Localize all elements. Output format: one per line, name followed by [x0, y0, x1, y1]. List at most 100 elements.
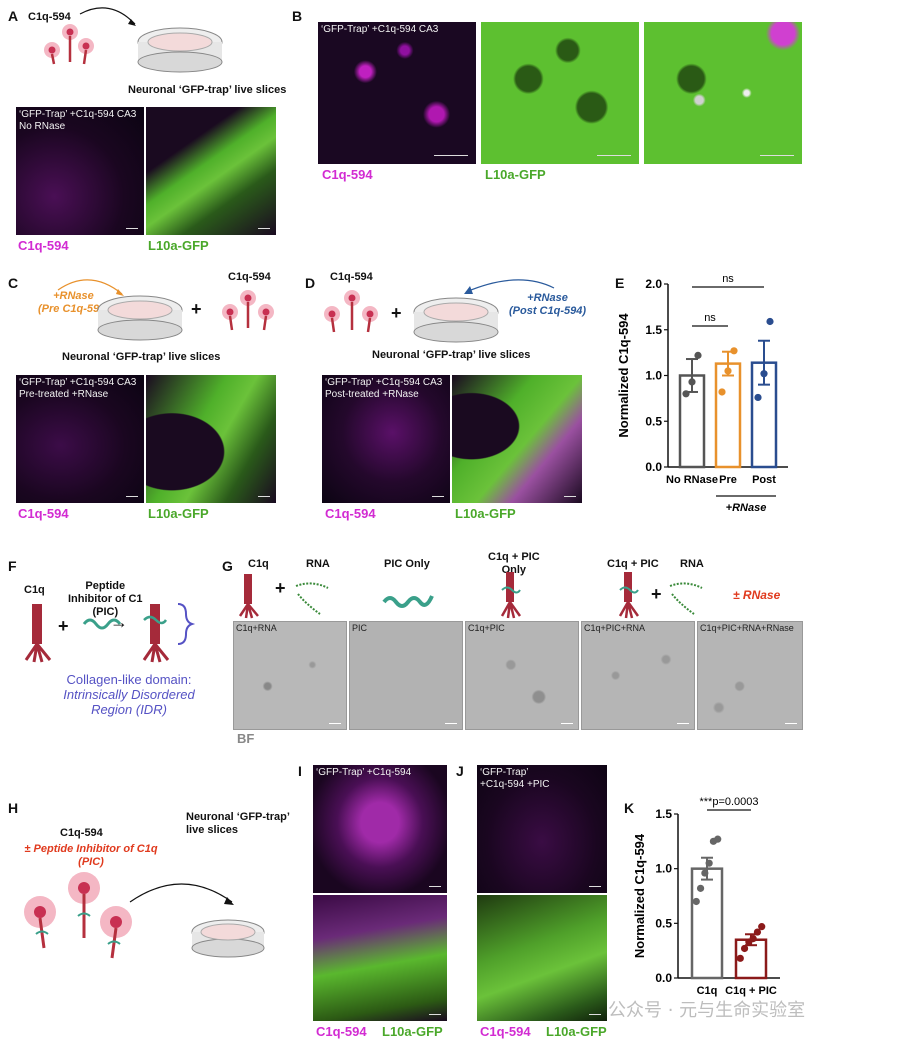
c1q-label-a: C1q-594 — [28, 11, 71, 23]
h-schematic — [24, 872, 265, 959]
x-tick-label: Pre — [719, 474, 737, 486]
legend-mag-c: C1q-594 — [18, 506, 69, 521]
data-point — [682, 390, 690, 398]
f-plus: + — [58, 616, 69, 636]
c1q-bound-icon — [618, 572, 640, 619]
d-schematic — [324, 279, 555, 343]
bf-image-2: PIC — [349, 621, 463, 730]
data-point — [705, 859, 713, 867]
c1q-molecule-icon — [222, 290, 274, 331]
micro-d-gfp — [452, 375, 582, 503]
overlay-a: ‘GFP-Trap’ +C1q-594 CA3 No RNase — [19, 109, 137, 132]
significance-label: ***p=0.0003 — [699, 796, 758, 808]
caption-a: Neuronal ‘GFP-trap’ live slices — [128, 84, 287, 96]
panel-label-c: C — [8, 275, 19, 291]
g-h1: C1q — [248, 558, 269, 570]
g-h3: PIC Only — [384, 558, 430, 570]
micro-c-gfp — [146, 375, 276, 503]
data-point — [730, 347, 738, 355]
overlay-j: ‘GFP-Trap’ +C1q-594 +PIC — [480, 767, 550, 790]
c1q-bound-icon — [142, 604, 170, 663]
scale-bar — [589, 1013, 601, 1015]
f-schematic — [24, 603, 196, 663]
panel-label-h: H — [8, 800, 19, 816]
panel-label-a: A — [8, 8, 19, 24]
data-point — [688, 378, 696, 386]
h-inhib-label: ± Peptide Inhibitor of C1q (PIC) — [24, 843, 158, 868]
idr-caption: Collagen-like domain: Intrinsically Diso… — [44, 672, 214, 717]
dish-icon — [97, 295, 183, 341]
scale-bar — [434, 154, 468, 156]
pic-peptide-icon — [82, 618, 122, 630]
x-tick-label: Post — [752, 474, 776, 486]
scale-bar — [429, 1013, 441, 1015]
scale-bar — [429, 885, 441, 887]
scale-bar — [564, 495, 576, 497]
overlay-c: ‘GFP-Trap’ +C1q-594 CA3 Pre-treated +RNa… — [19, 377, 137, 400]
legend-grn-d: L10a-GFP — [455, 506, 516, 521]
data-point — [694, 351, 702, 359]
data-point — [760, 370, 768, 378]
micro-a-c1q: ‘GFP-Trap’ +C1q-594 CA3 No RNase — [16, 107, 144, 235]
scale-bar — [258, 495, 270, 497]
legend-grn-a: L10a-GFP — [148, 238, 209, 253]
micro-j-c1q: ‘GFP-Trap’ +C1q-594 +PIC — [477, 765, 607, 893]
panel-label-f: F — [8, 558, 17, 574]
y-tick-label: 1.0 — [655, 862, 672, 876]
bf-label: C1q+RNA — [236, 623, 277, 633]
g-rnase: ± RNase — [733, 588, 781, 602]
significance-label: ns — [722, 273, 734, 285]
g-schematic — [238, 572, 703, 619]
y-tick-label: 0.0 — [645, 460, 662, 474]
c1q-label-c: C1q-594 — [228, 271, 271, 283]
scale-bar — [126, 227, 138, 229]
data-point — [718, 388, 726, 396]
f-arrow: → — [110, 612, 128, 632]
y-tick-label: 1.5 — [655, 807, 672, 821]
g-h6: RNA — [680, 558, 704, 570]
c1q-molecule-icon — [238, 574, 259, 619]
panel-label-j: J — [456, 763, 464, 779]
y-tick-label: 0.0 — [655, 971, 672, 985]
bf-image-1: C1q+RNA — [233, 621, 347, 730]
micro-b-c1q: ‘GFP-Trap’ +C1q-594 CA3 — [318, 22, 476, 164]
watermark: 公众号 · 元与生命实验室 — [608, 1000, 806, 1021]
c1q-molecule-icon — [324, 290, 378, 333]
idr-line3: Region (IDR) — [91, 702, 167, 717]
idr-line2: Intrinsically Disordered — [63, 687, 195, 702]
legend-mag-d: C1q-594 — [325, 506, 376, 521]
data-point — [714, 835, 722, 843]
bf-label: C1q+PIC+RNA+RNase — [700, 623, 794, 633]
data-point — [749, 935, 757, 943]
legend-mag-j: C1q-594 — [480, 1024, 531, 1039]
micro-b-merge — [644, 22, 802, 164]
a-schematic — [44, 7, 223, 73]
bar — [714, 362, 742, 469]
data-point — [701, 869, 709, 877]
c1q-molecule-icon — [24, 604, 52, 663]
rnase-post-label: +RNase (Post C1q-594) — [509, 292, 586, 318]
micro-i-c1q: ‘GFP-Trap’ +C1q-594 — [313, 765, 447, 893]
dish-icon — [191, 919, 265, 958]
legend-grn-j: L10a-GFP — [546, 1024, 607, 1039]
g-plus1: + — [275, 578, 286, 598]
f-pic-label: Peptide Inhibitor of C1 (PIC) — [68, 580, 143, 618]
h-caption: Neuronal ‘GFP-trap’ live slices — [186, 811, 290, 836]
overlay-b: ‘GFP-Trap’ +C1q-594 CA3 — [321, 24, 439, 35]
y-tick-label: 0.5 — [645, 414, 662, 428]
rnase-pre-label: +RNase (Pre C1q-594) — [38, 290, 109, 316]
c1q-molecule-icon — [24, 872, 132, 959]
g-h2: RNA — [306, 558, 330, 570]
bf-image-4: C1q+PIC+RNA — [581, 621, 695, 730]
micro-d-c1q: ‘GFP-Trap’ +C1q-594 CA3 Post-treated +RN… — [322, 375, 450, 503]
dish-icon — [137, 27, 223, 73]
c1q-bound-icon — [500, 572, 522, 619]
c1q-molecule-icon — [44, 24, 94, 65]
data-point — [692, 897, 700, 906]
data-point — [724, 367, 732, 375]
h-c1q-label: C1q-594 — [60, 827, 103, 839]
bf-label: PIC — [352, 623, 368, 633]
panel-label-b: B — [292, 8, 303, 24]
data-point — [754, 393, 762, 402]
